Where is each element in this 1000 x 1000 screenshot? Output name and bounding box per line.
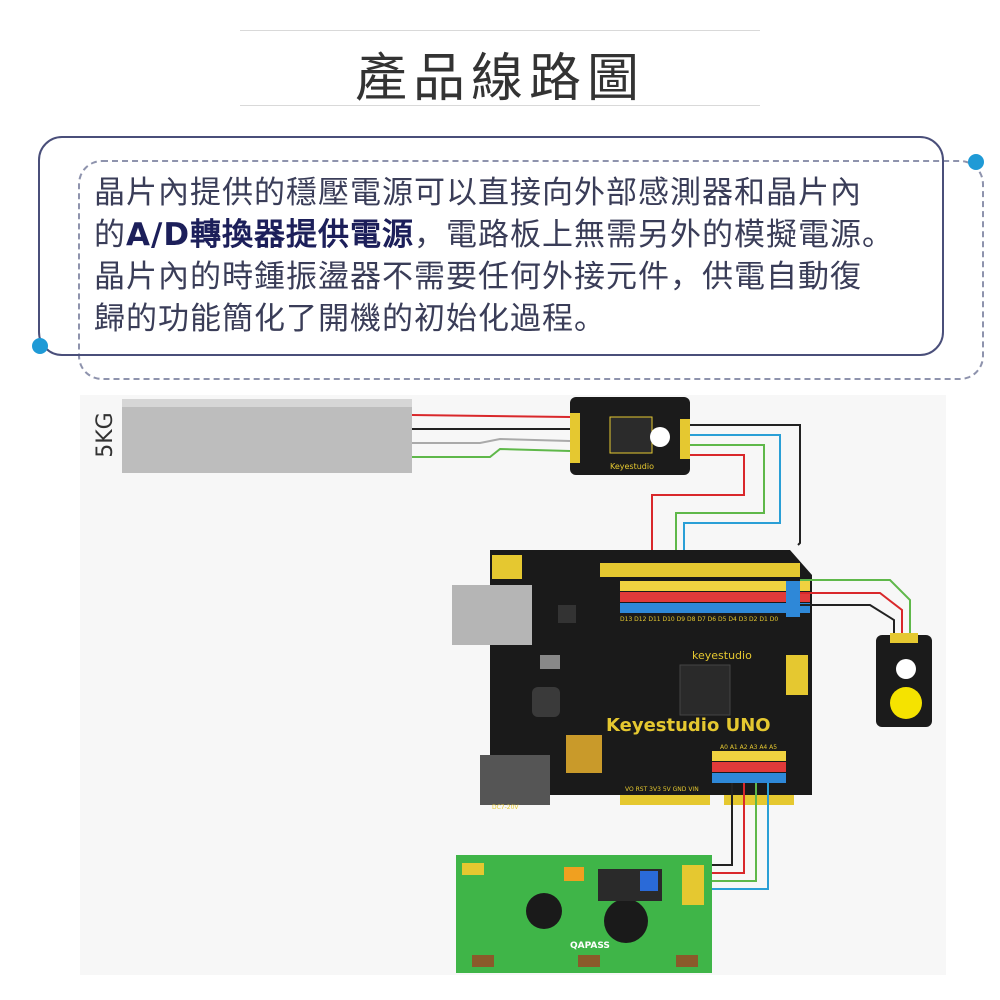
description-line-2-suffix: ，電路板上無需另外的模擬電源。	[414, 217, 895, 253]
board-brand: keyestudio	[692, 649, 752, 662]
hx711-module: Keyestudio	[570, 397, 690, 475]
description-text: 晶片內提供的穩壓電源可以直接向外部感測器和晶片內 的A/D轉換器提供電源，電路板…	[94, 172, 934, 340]
uno-board: D13 D12 D11 D10 D9 D8 D7 D6 D5 D4 D3 D2 …	[452, 550, 812, 811]
button-wires	[800, 579, 911, 635]
load-cell-label: 5KG	[93, 412, 118, 457]
lcd-label: QAPASS	[570, 941, 610, 951]
load-cell-wires	[411, 414, 571, 458]
lcd-module: QAPASS	[456, 855, 712, 973]
analog-pins-label: A0 A1 A2 A3 A4 A5	[720, 744, 777, 751]
digital-pins-label: D13 D12 D11 D10 D9 D8 D7 D6 D5 D4 D3 D2 …	[620, 616, 778, 623]
decor-dot-left	[32, 338, 48, 354]
description-line-3: 晶片內的時鍾振盪器不需要任何外接元件，供電自動復	[94, 259, 862, 295]
description-line-2-prefix: 的	[94, 217, 126, 253]
power-pins-label: VO RST 3V3 5V GND VIN	[625, 786, 699, 793]
description-line-2-highlight: A/D轉換器提供電源	[126, 217, 415, 253]
page-title: 產品線路圖	[354, 49, 645, 109]
title-area: 產品線路圖	[0, 30, 1000, 110]
hx711-uno-wires	[651, 424, 801, 595]
hx711-label: Keyestudio	[610, 462, 654, 471]
title-top-rule	[240, 30, 760, 31]
description-dashed-frame	[78, 160, 984, 380]
load-cell: 5KG	[93, 399, 412, 473]
title-bottom-rule	[240, 105, 760, 106]
board-power-label: DC7-20V	[492, 804, 519, 811]
decor-dot-right	[968, 154, 984, 170]
button-module	[876, 633, 932, 727]
description-line-4: 歸的功能簡化了開機的初始化過程。	[94, 301, 606, 337]
description-box	[38, 136, 944, 356]
wiring-diagram-svg: 5KG Keyestudio	[93, 397, 932, 973]
board-name: Keyestudio UNO	[606, 715, 771, 736]
description-line-2: 的A/D轉換器提供電源，電路板上無需另外的模擬電源。	[94, 214, 934, 256]
description-line-1: 晶片內提供的穩壓電源可以直接向外部感測器和晶片內	[94, 175, 862, 211]
wiring-diagram: 5KG Keyestudio	[80, 395, 946, 975]
